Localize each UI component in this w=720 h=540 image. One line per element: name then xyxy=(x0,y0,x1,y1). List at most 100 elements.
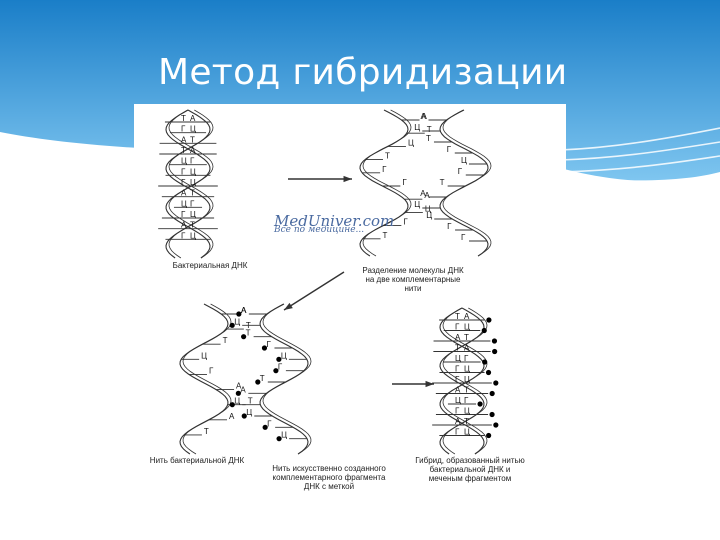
base-letter: А xyxy=(190,146,196,155)
base-letter: Ц xyxy=(190,167,196,176)
label-marker-dot xyxy=(492,348,498,355)
base-letter: Ц xyxy=(414,200,420,209)
base-letter: Г xyxy=(267,419,272,428)
caption-separation-line: на две комплементарные xyxy=(365,275,461,284)
base-letter: Г xyxy=(455,375,460,384)
label-marker-dot xyxy=(493,380,499,386)
caption-separation-line: нити xyxy=(404,284,422,293)
separated-strand-left-strand-inner xyxy=(362,109,412,257)
base-letter: Т xyxy=(464,417,469,426)
label-marker-dot xyxy=(241,334,247,340)
base-letter: Г xyxy=(455,323,460,332)
base-letter: Ц xyxy=(246,408,252,417)
caption-separation: Разделение молекулы ДНК на две комплемен… xyxy=(358,266,468,293)
base-letter: Т xyxy=(190,221,195,230)
label-marker-dot xyxy=(481,327,487,334)
base-letter: Ц xyxy=(190,178,196,187)
watermark-subtitle: Все по медицине... xyxy=(274,225,365,235)
caption-artificial-fragment: Нить искусственно созданного комплемента… xyxy=(254,464,404,491)
slide-title: Метод гибридизации xyxy=(158,52,568,93)
base-letter: Т xyxy=(455,312,460,321)
base-letter: А xyxy=(241,306,247,315)
base-letter: Т xyxy=(464,386,469,395)
base-letter: А xyxy=(181,135,187,144)
separated-strand-right-strand-inner xyxy=(442,109,492,257)
label-marker-dot xyxy=(255,379,261,385)
base-letter: Г xyxy=(278,363,283,372)
base-letter: А xyxy=(455,417,461,426)
label-marker-dot xyxy=(273,368,279,374)
label-marker-dot xyxy=(229,322,235,328)
label-marker-dot xyxy=(493,422,499,428)
label-marker-dot xyxy=(477,401,483,407)
base-letter: Ц xyxy=(190,125,196,134)
base-letter: А xyxy=(422,112,428,121)
base-letter: Ц xyxy=(190,231,196,240)
hybrid-helix-b-strand-inner xyxy=(442,307,488,455)
base-letter: Т xyxy=(440,178,445,187)
base-letter: Г xyxy=(402,178,407,187)
base-letter: Г xyxy=(382,165,387,174)
base-letter: Т xyxy=(204,427,209,436)
caption-artificial-line: Нить искусственно созданного xyxy=(272,464,386,473)
base-letter: Т xyxy=(181,146,186,155)
caption-artificial-line: комплементарного фрагмента xyxy=(272,473,386,482)
base-letter: Т xyxy=(427,125,432,134)
arrow-hybridization-head xyxy=(284,302,293,310)
base-letter: Г xyxy=(455,407,460,416)
arrow-separation-head xyxy=(343,175,352,183)
base-letter: Г xyxy=(455,428,460,437)
base-letter: Г xyxy=(403,218,408,227)
label-marker-dot xyxy=(482,359,488,365)
base-letter: А xyxy=(190,114,196,123)
watermark: MedUniver.com xyxy=(274,212,395,230)
base-letter: Г xyxy=(181,167,186,176)
label-marker-dot xyxy=(489,411,495,418)
label-marker-dot xyxy=(486,317,492,323)
base-letter: Ц xyxy=(464,365,470,374)
base-letter: Г xyxy=(190,157,195,166)
base-letter: Г xyxy=(209,366,214,375)
caption-bacterial-strand: Нить бактериальной ДНК xyxy=(149,456,245,465)
base-letter: Ц xyxy=(190,210,196,219)
label-marker-dot xyxy=(276,356,282,362)
base-letter: А xyxy=(229,412,235,421)
base-letter: Т xyxy=(248,397,253,406)
base-letter: Ц xyxy=(234,317,240,326)
base-letter: Г xyxy=(464,354,469,363)
base-letter: Ц xyxy=(181,199,187,208)
base-letter: А xyxy=(241,306,247,315)
base-letter: Г xyxy=(464,396,469,405)
base-letter: Г xyxy=(458,167,463,176)
base-letter: Ц xyxy=(464,323,470,332)
base-letter: Т xyxy=(181,114,186,123)
label-marker-dot xyxy=(485,369,492,376)
base-letter: Ц xyxy=(425,204,431,213)
base-letter: Г xyxy=(190,199,195,208)
caption-bacterial-dna: Бактериальная ДНК xyxy=(172,261,248,270)
label-marker-dot xyxy=(276,436,282,442)
base-letter: Ц xyxy=(408,138,414,147)
base-letter: А xyxy=(420,189,426,198)
base-letter: Г xyxy=(455,365,460,374)
base-letter: Ц xyxy=(181,157,187,166)
caption-hybrid-line: меченым фрагментом xyxy=(428,474,512,483)
label-marker-dot xyxy=(261,345,268,351)
label-marker-dot xyxy=(486,432,492,439)
label-marker-dot xyxy=(241,413,247,419)
base-letter: А xyxy=(464,312,470,321)
caption-artificial-line: ДНК с меткой xyxy=(303,482,355,491)
base-letter: Т xyxy=(246,329,251,338)
base-letter: Г xyxy=(181,210,186,219)
base-letter: Г xyxy=(181,231,186,240)
labeled-fragment-strand-strand-inner xyxy=(262,303,312,455)
label-marker-dot xyxy=(262,424,268,430)
base-letter: Т xyxy=(223,336,228,345)
base-letter: Т xyxy=(190,135,195,144)
label-marker-dot xyxy=(491,338,498,344)
base-letter: Ц xyxy=(464,428,470,437)
base-letter: Ц xyxy=(281,351,287,360)
base-letter: А xyxy=(181,189,187,198)
